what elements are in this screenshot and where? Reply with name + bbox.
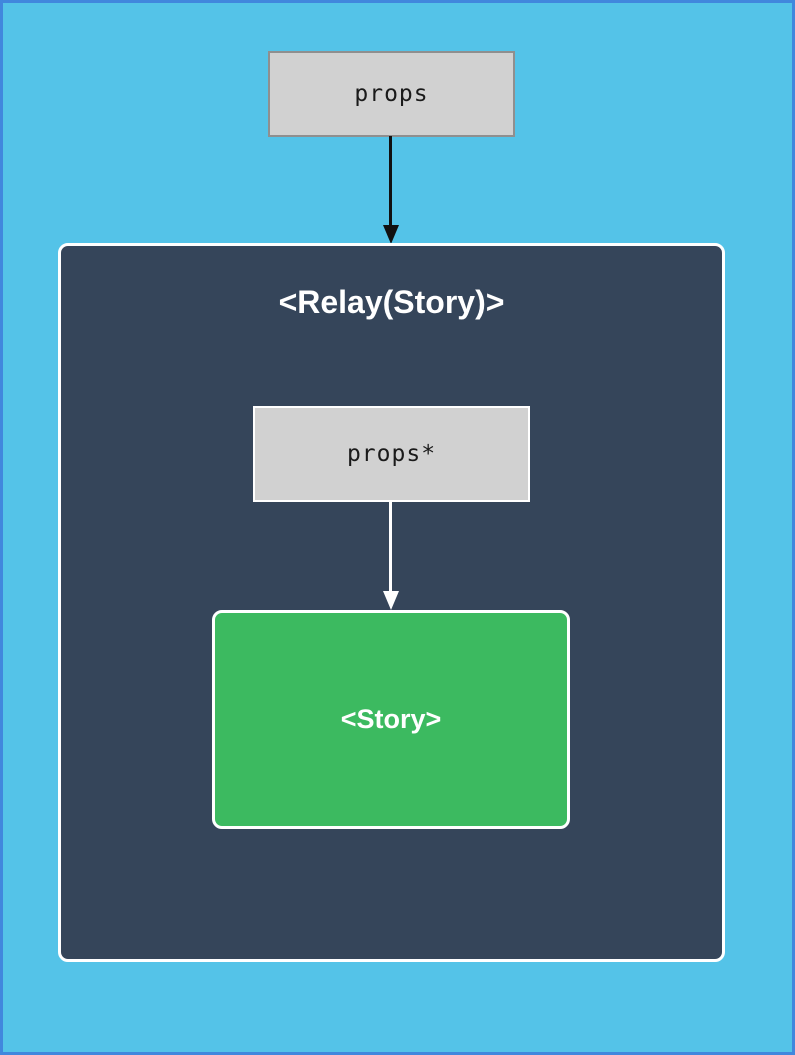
props-node: props (268, 51, 515, 137)
story-node: <Story> (212, 610, 570, 829)
props-star-to-story-arrow-line (389, 502, 392, 594)
props-star-to-story-arrowhead-icon (383, 591, 399, 610)
props-star-node-label: props* (346, 441, 437, 467)
relay-container-title: <Relay(Story)> (278, 284, 505, 320)
props-node-label: props (354, 81, 429, 107)
props-star-node: props* (253, 406, 530, 502)
relay-container-node: <Relay(Story)> props* <Story> (58, 243, 725, 962)
story-node-label: <Story> (340, 704, 442, 734)
props-to-relay-arrow-line (389, 136, 392, 228)
props-to-relay-arrowhead-icon (383, 225, 399, 244)
